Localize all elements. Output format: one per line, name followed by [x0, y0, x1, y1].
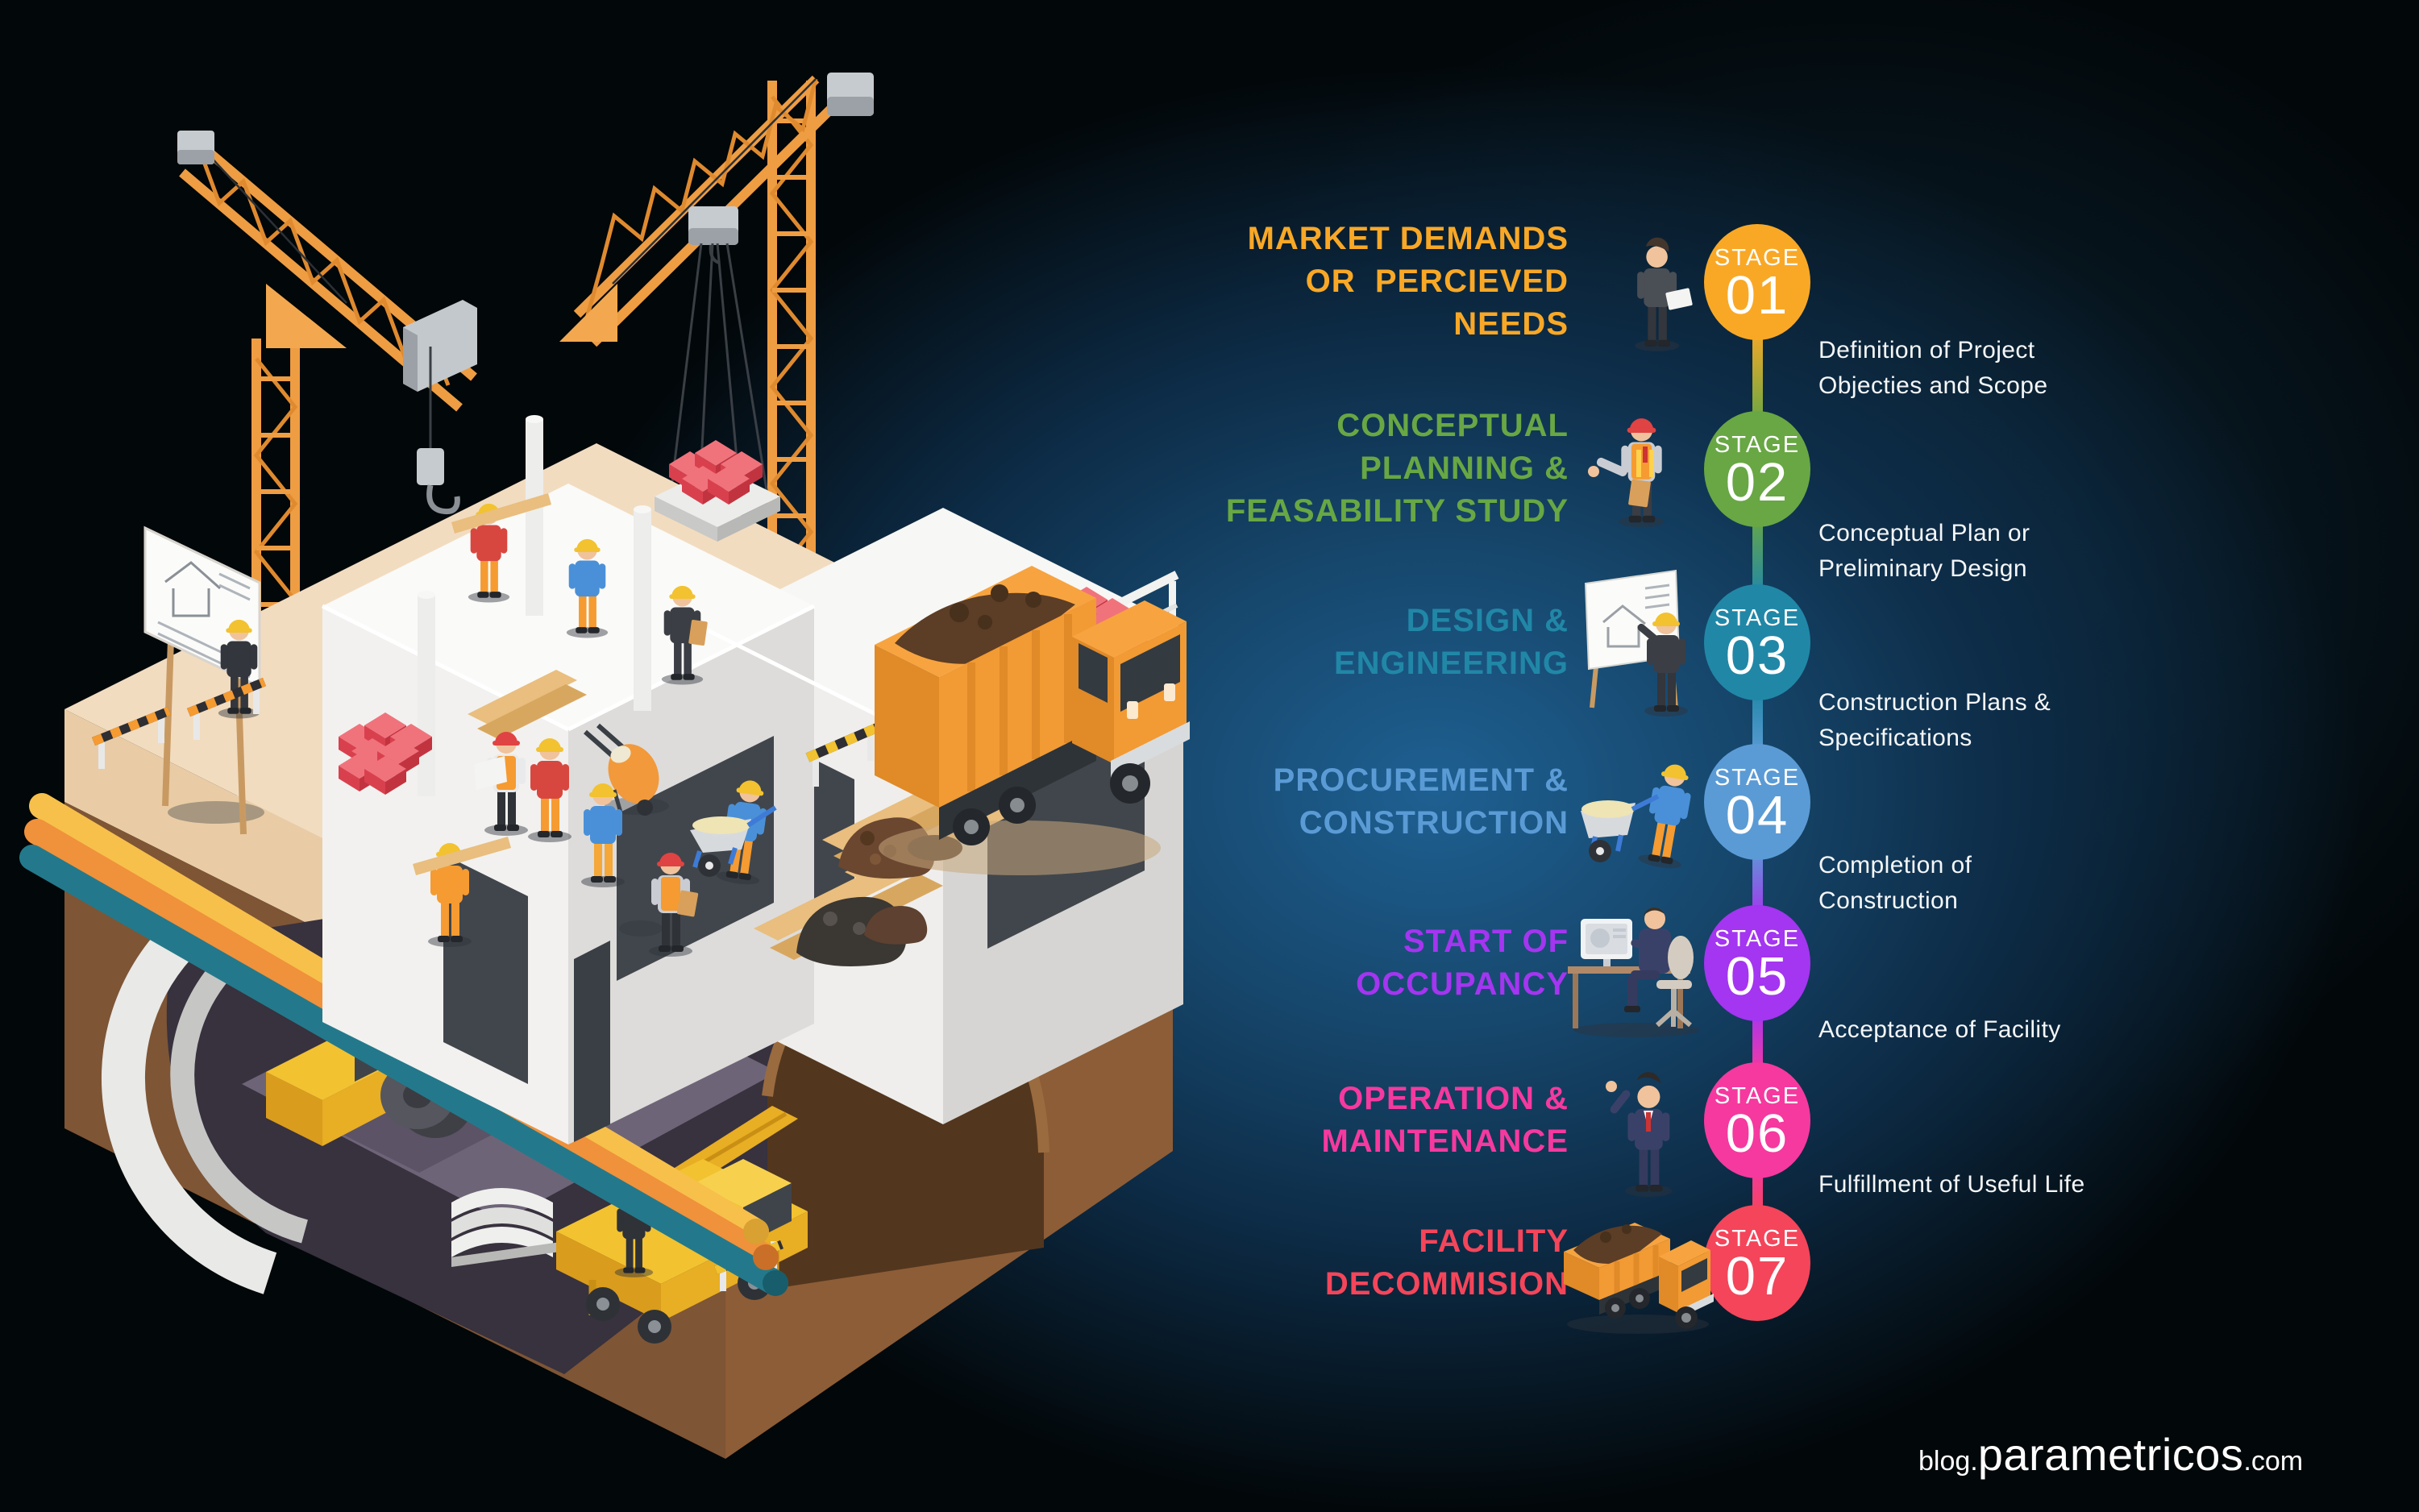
stage-3-figure-drawing-board-icon — [1584, 569, 1688, 717]
stage-7-figure-dump-truck-icon — [1564, 1223, 1714, 1334]
watermark-suffix: .com — [2243, 1446, 2304, 1477]
stage-3-label: DESIGN &ENGINEERING — [1333, 603, 1569, 681]
worker-with-wheelbarrow — [690, 777, 777, 887]
tunnel-lining — [101, 919, 277, 1294]
watermark: blog.parametricos.com — [1918, 1428, 2303, 1481]
stage-6-description: Fulfillment of Useful Life — [1818, 1171, 2085, 1198]
roof-worker-carrying-lumber — [451, 493, 551, 603]
connector-3-4 — [1752, 689, 1763, 755]
stage-3-description: Construction Plans &Specifications — [1818, 689, 2051, 751]
connector-1-2 — [1752, 329, 1763, 422]
stage-1-figure-surveyor-icon — [1635, 237, 1693, 352]
manhole — [619, 920, 663, 937]
watermark-prefix: blog. — [1918, 1446, 1978, 1477]
worker-carrying-lumber — [413, 837, 511, 947]
dump-truck — [875, 566, 1190, 875]
stage-6-label: OPERATION &MAINTENANCE — [1321, 1081, 1569, 1159]
connector-5-6 — [1752, 1010, 1763, 1074]
construction-workers — [413, 732, 777, 957]
connector-6-7 — [1752, 1167, 1763, 1216]
tunnel-segment-stack — [451, 1188, 556, 1267]
stage-5-description: Acceptance of Facility — [1818, 1016, 2061, 1043]
stage-2-figure-engineer-icon — [1588, 418, 1665, 528]
site-supervisor — [649, 853, 699, 957]
watermark-brand: parametricos — [1977, 1429, 2244, 1480]
hanging-brick-platform — [655, 440, 780, 542]
construction-scene-illustration — [19, 73, 1190, 1459]
stage-4-label: PROCUREMENT &CONSTRUCTION — [1273, 762, 1569, 841]
worker-with-blueprint — [474, 732, 528, 836]
tower-crane-right — [559, 73, 874, 687]
connector-2-3 — [1752, 516, 1763, 596]
stage-5-figure-computer-desk-icon — [1568, 908, 1699, 1037]
stage-6-figure-businessman-icon — [1606, 1072, 1673, 1198]
connector-4-5 — [1752, 849, 1763, 916]
seated-man — [1624, 908, 1671, 1012]
stage-4-figure-wheelbarrow-icon — [1581, 761, 1698, 871]
